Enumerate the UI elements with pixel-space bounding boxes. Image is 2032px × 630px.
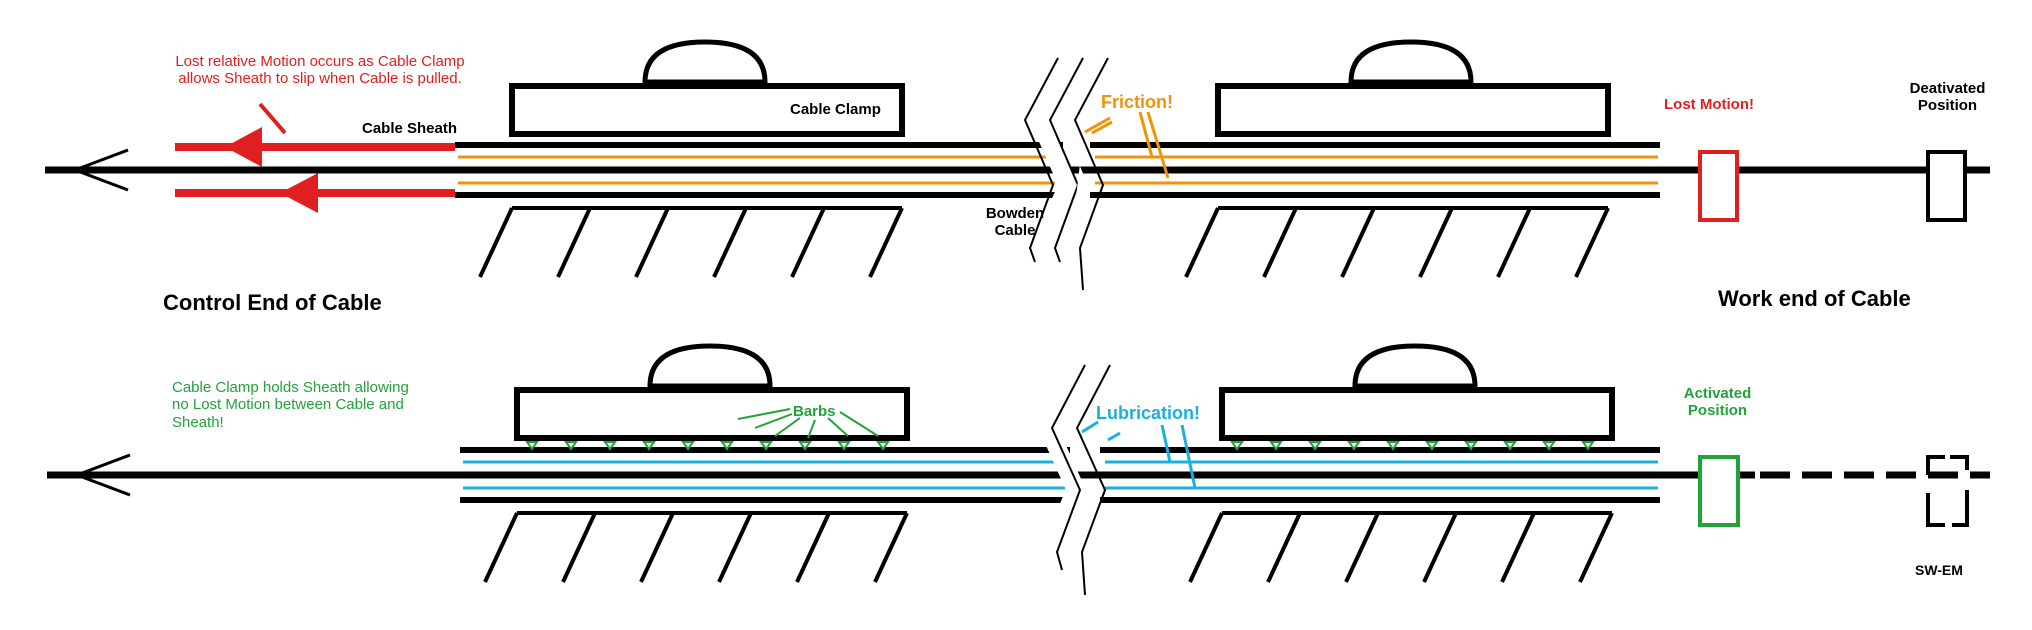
control-end-label: Control End of Cable (163, 290, 382, 315)
work-end-label: Work end of Cable (1718, 286, 1911, 311)
sw-em-label: SW-EM (1915, 562, 1963, 578)
bottom-annotation-line-2: no Lost Motion between Cable and (172, 396, 404, 414)
bottom-lubrication-pointers (1081, 420, 1197, 489)
top-deactivated-marker (1926, 150, 1967, 222)
top-clamp-left (509, 39, 905, 137)
bottom-sheath-right (1100, 447, 1660, 503)
top-break-symbol (1023, 57, 1109, 291)
bottom-barbs-left (525, 441, 890, 451)
top-clamp-right (1215, 39, 1611, 137)
bottom-sheath-left (460, 447, 1070, 503)
bowden-cable-line-1: Bowden (985, 205, 1045, 222)
lubrication-label: Lubrication! (1096, 403, 1200, 423)
deactivated-position-line-1: Deativated (1909, 80, 1986, 97)
bottom-activated-marker (1698, 455, 1740, 527)
bowden-cable-line-2: Cable (994, 222, 1036, 240)
bottom-panel (47, 343, 1990, 596)
bottom-barbs-right (1230, 441, 1595, 451)
top-annotation-line-1: Lost relative Motion occurs as Cable Cla… (175, 53, 465, 70)
cable-sheath-label: Cable Sheath (362, 120, 458, 137)
barbs-label: Barbs (793, 403, 836, 420)
bottom-barbs-pointers (737, 408, 879, 439)
bottom-clamp-left (514, 343, 910, 441)
friction-label: Friction! (1101, 92, 1173, 112)
top-annotation: Lost relative Motion occurs as Cable Cla… (130, 53, 510, 88)
top-slip-arrows (175, 102, 455, 213)
bottom-annotation-line-3: Sheath! (172, 413, 224, 431)
bottom-annotation-line-1: Cable Clamp holds Sheath allowing (172, 379, 409, 396)
top-annotation-line-2: allows Sheath to slip when Cable is pull… (178, 70, 462, 88)
activated-position-line-2: Position (1687, 402, 1748, 420)
bottom-break-symbol (1040, 364, 1111, 596)
top-panel (45, 39, 1990, 291)
activated-position-label: Activated Position (1665, 385, 1770, 420)
top-ground-left (478, 206, 904, 278)
top-lost-motion-marker (1698, 150, 1739, 222)
top-cable-arrowhead (70, 148, 129, 192)
lost-motion-label: Lost Motion! (1664, 96, 1754, 113)
bottom-cable-arrowhead (72, 453, 131, 497)
deactivated-position-line-2: Position (1917, 97, 1978, 115)
top-sheath-right (1090, 142, 1660, 198)
bottom-ground-right (1188, 511, 1614, 583)
bottom-deactivated-ghost-marker (1926, 455, 1969, 527)
bottom-clamp-right (1219, 343, 1615, 441)
activated-position-line-1: Activated (1683, 385, 1752, 402)
top-ground-right (1184, 206, 1610, 278)
bowden-cable-label: Bowden Cable (970, 205, 1060, 240)
top-friction-pointers (1084, 111, 1170, 179)
bottom-ground-left (483, 511, 909, 583)
top-sheath-left (455, 142, 1063, 198)
bottom-annotation: Cable Clamp holds Sheath allowing no Los… (172, 379, 409, 431)
deactivated-position-label: Deativated Position (1895, 80, 2000, 115)
cable-clamp-label: Cable Clamp (790, 101, 881, 118)
